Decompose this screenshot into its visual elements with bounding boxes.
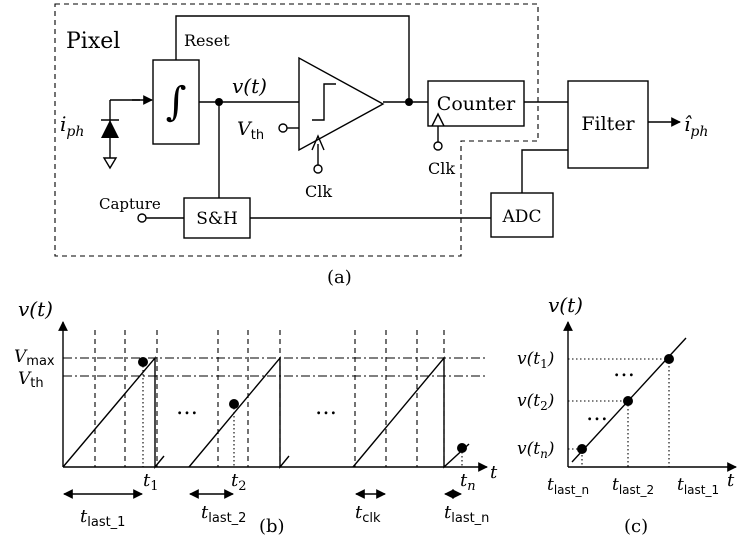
capture-terminal: [137, 213, 147, 223]
filter-block: [567, 80, 649, 169]
v-t1-label: v(t1): [517, 349, 554, 371]
ramp-n: [352, 356, 470, 469]
panel-c: v(t) t … … v(t1) v(t2) v(tn) tlast_n tla…: [517, 293, 737, 537]
sh-label: S&H: [196, 209, 238, 229]
vmax-label: Vmax: [14, 347, 55, 369]
vth-label-b: Vth: [18, 369, 44, 391]
capture-label: Capture: [99, 195, 161, 213]
integrator-symbol: ∫: [166, 79, 187, 125]
vth-terminal: [278, 123, 288, 133]
ellipsis-b-2: …: [315, 395, 337, 420]
photodiode: [101, 99, 140, 170]
panel-b-xlabel: t: [490, 462, 498, 483]
t1-label: t1: [143, 470, 159, 494]
counter-clk-terminal: [433, 141, 443, 151]
fit-point-t2: [623, 396, 633, 406]
block-diagram: Pixel iph ∫ Reset v(t) Vth: [54, 3, 708, 288]
tn-label: tn: [460, 470, 476, 494]
filter-label: Filter: [581, 113, 635, 135]
ramp-1: [62, 356, 165, 469]
caption-b: (b): [259, 516, 285, 537]
ellipsis-c-1: …: [613, 357, 635, 382]
panel-c-ylabel: v(t): [548, 293, 583, 317]
counter-clk-label: Clk: [428, 159, 455, 178]
comparator-output-node: [405, 98, 413, 106]
adc-label: ADC: [502, 207, 542, 227]
reset-wire: [175, 15, 410, 102]
adc-to-filter-wire: [521, 149, 568, 193]
caption-c: (c): [624, 516, 648, 537]
panel-c-xlabel: t: [727, 470, 735, 491]
iph-label: iph: [60, 112, 84, 140]
tlast2-label: tlast_2: [201, 502, 246, 526]
reset-label: Reset: [184, 31, 230, 50]
ellipsis-b-1: …: [176, 395, 198, 420]
tlastn-label: tlast_n: [444, 502, 489, 526]
comparator-clk-terminal: [313, 164, 323, 174]
c-tlast1-label: tlast_1: [677, 475, 719, 497]
comparator: [298, 56, 385, 152]
ramp-2: [188, 356, 290, 469]
c-tlastn-label: tlast_n: [547, 475, 589, 497]
v-tn-label: v(tn): [517, 439, 554, 461]
tclk-label: tclk: [355, 502, 381, 526]
vth-input-label: Vth: [237, 118, 264, 143]
counter-label: Counter: [437, 93, 516, 115]
pixel-boundary: [54, 3, 539, 257]
panel-b-ylabel: v(t): [18, 297, 53, 321]
v-t2-label: v(t2): [517, 391, 554, 413]
counter-block: [427, 80, 525, 127]
c-tlast2-label: tlast_2: [612, 475, 654, 497]
tlast1-label: tlast_1: [80, 506, 125, 530]
t2-label: t2: [231, 470, 247, 494]
panel-b: v(t) t Vmax Vth … … t1 t2 tn tlast_1 tla…: [14, 297, 498, 537]
fit-point-t1: [664, 354, 674, 364]
caption-a: (a): [327, 267, 352, 288]
output-label: îph: [684, 112, 708, 140]
comparator-clk-label: Clk: [305, 182, 332, 201]
ellipsis-c-2: …: [586, 401, 608, 426]
fit-point-tn: [577, 444, 587, 454]
vt-label: v(t): [232, 74, 267, 98]
pixel-title: Pixel: [66, 29, 120, 54]
